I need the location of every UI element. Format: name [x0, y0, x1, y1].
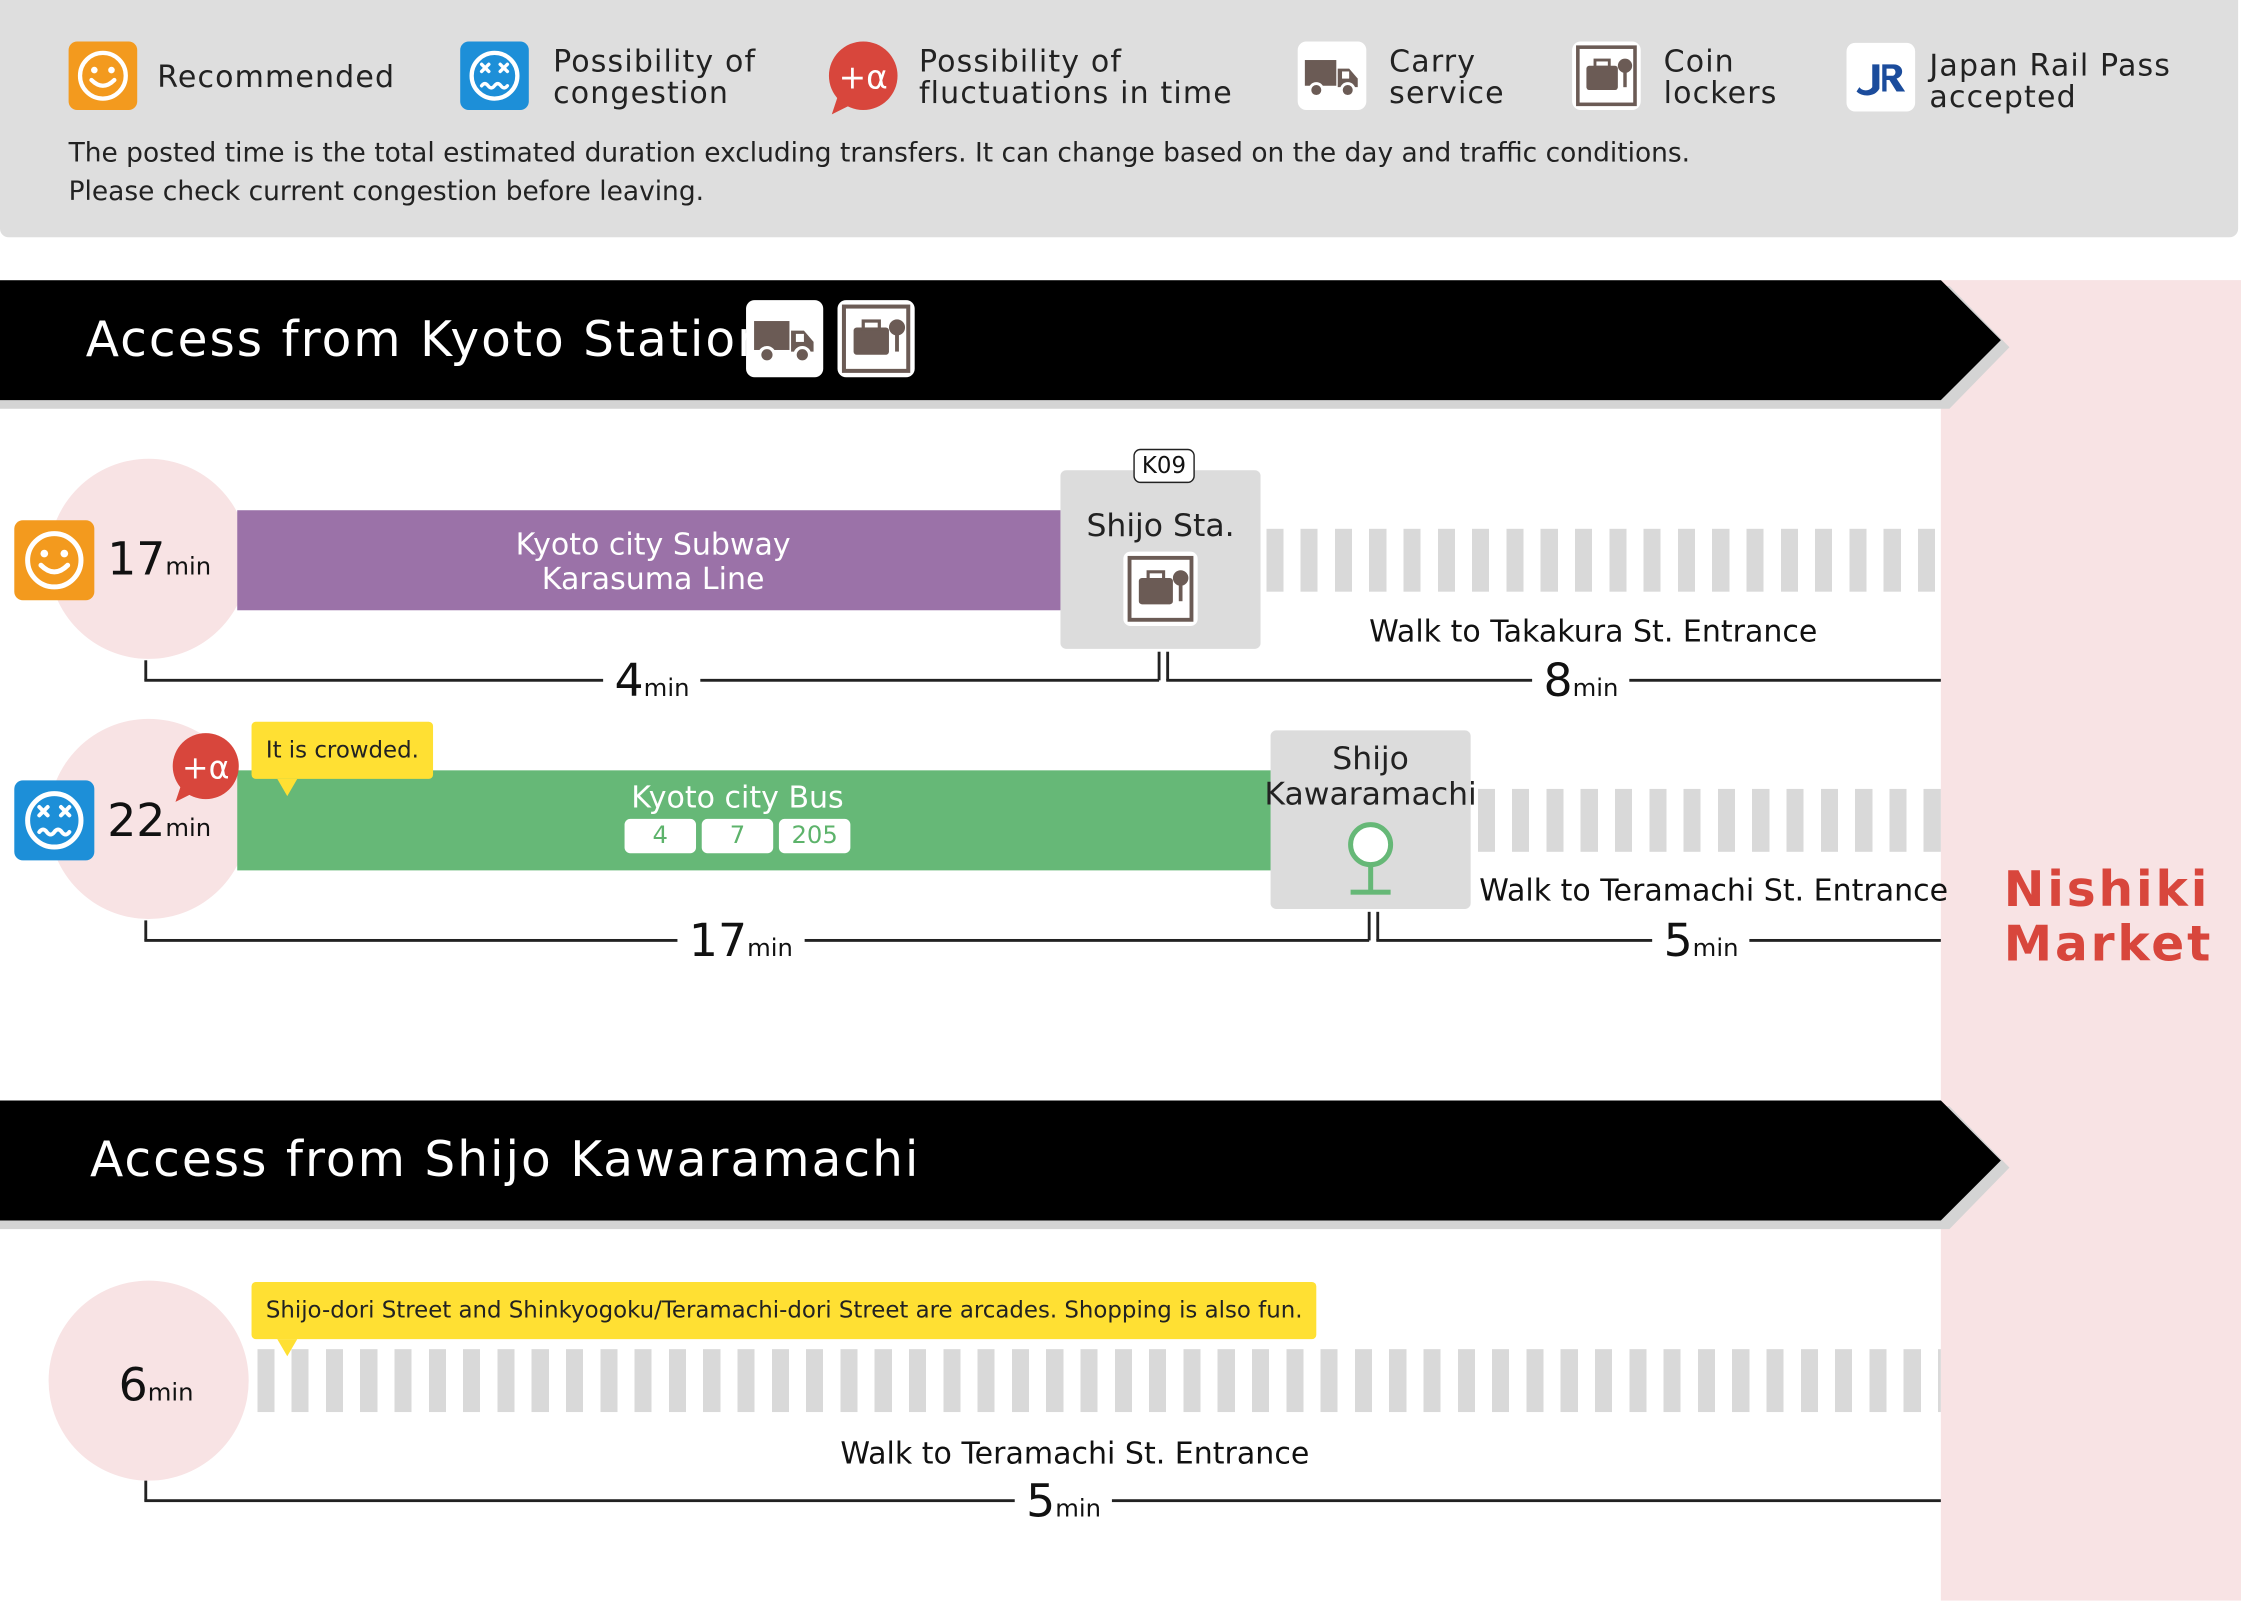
smile-face-icon: [68, 41, 138, 111]
dizzy-face-icon: [14, 780, 95, 861]
walk-time-unit: min: [1055, 1494, 1102, 1524]
legend-carry-label: Carry service: [1389, 44, 1505, 111]
legend-panel: Recommended Possibility of congestion +α…: [0, 0, 2239, 238]
walk-time-value: 5: [1026, 1473, 1056, 1528]
walk-path: [257, 1349, 1941, 1413]
ride-time-unit: min: [643, 674, 690, 704]
walk-time: 8min: [1532, 653, 1630, 714]
smile-face-icon: [14, 520, 95, 601]
locker-icon: [837, 300, 915, 378]
subway-line-label: Kyoto city Subway Karasuma Line: [515, 527, 791, 596]
section-banner-shijo-kawaramachi: Access from Shijo Kawaramachi: [0, 1100, 2015, 1230]
segment-tick: [144, 1480, 147, 1501]
bus-number-badge: 7: [701, 818, 774, 854]
walk-path: [1266, 528, 1941, 592]
legend-note-line1: The posted time is the total estimated d…: [68, 138, 1691, 169]
walk-label: Walk to Takakura St. Entrance: [1369, 614, 1818, 649]
svg-text:+α: +α: [182, 750, 229, 786]
bus-number-badge: 4: [624, 818, 697, 854]
segment-tick: [144, 660, 147, 681]
walk-time-unit: min: [1572, 674, 1619, 704]
destination-area: [1940, 280, 2241, 1601]
dizzy-face-icon: [460, 41, 529, 111]
ride-time-unit: min: [747, 934, 793, 964]
segment-tick: [1166, 651, 1169, 681]
arcade-note-bubble: Shijo-dori Street and Shinkyogoku/Terama…: [251, 1281, 1317, 1357]
truck-icon: [746, 300, 824, 378]
total-time-circle: [48, 1280, 249, 1481]
total-time-unit: min: [165, 553, 212, 582]
walk-time: 5min: [1652, 913, 1750, 974]
segment-tick: [1376, 911, 1379, 941]
legend-congestion-label: Possibility of congestion: [553, 44, 757, 111]
legend-fluctuation-label: Possibility of fluctuations in time: [918, 44, 1233, 111]
total-time-value: 6: [118, 1357, 148, 1413]
walk-time: 5min: [1014, 1473, 1113, 1534]
walk-label: Walk to Teramachi St. Entrance: [840, 1436, 1310, 1471]
destination-name: Nishiki Market: [2003, 861, 2214, 974]
segment-tick: [144, 920, 147, 941]
station-code-badge: K09: [1133, 448, 1195, 484]
ride-time: 17min: [677, 913, 805, 974]
total-time-value: 22: [107, 793, 166, 848]
section-banner-kyoto-station: Access from Kyoto Station: [0, 280, 2015, 409]
locker-icon: [1123, 551, 1198, 626]
ride-time: 4min: [603, 653, 701, 714]
bus-number-badge: 205: [778, 818, 851, 854]
crowded-note-bubble: It is crowded.: [251, 721, 434, 797]
total-time: 17min: [107, 532, 211, 586]
walk-path: [1477, 788, 1941, 852]
segment-tick: [1367, 911, 1370, 941]
total-time-value: 17: [107, 531, 166, 586]
walk-time-unit: min: [1692, 934, 1739, 964]
jr-logo-icon: [1846, 42, 1916, 112]
legend-jr-label: Japan Rail Pass accepted: [1929, 48, 2172, 115]
ride-time-value: 17: [688, 913, 748, 968]
total-time: 22min: [107, 793, 211, 847]
walk-time-value: 5: [1663, 913, 1693, 968]
plus-alpha-icon: +α: [167, 730, 241, 804]
ride-time-value: 4: [614, 653, 644, 708]
plus-alpha-icon: +α: [826, 40, 898, 115]
segment-tick: [1157, 651, 1160, 681]
locker-icon: [1572, 41, 1641, 111]
legend-lockers-label: Coin lockers: [1663, 44, 1778, 111]
legend-note-line2: Please check current congestion before l…: [68, 177, 705, 208]
total-time-unit: min: [165, 814, 212, 844]
walk-label: Walk to Teramachi St. Entrance: [1479, 873, 1949, 908]
subway-line-bar: [237, 510, 1061, 611]
walk-time-value: 8: [1543, 653, 1573, 708]
svg-text:+α: +α: [839, 58, 888, 97]
bus-stop-icon: [1343, 820, 1397, 897]
station-name: Shijo Sta.: [1086, 508, 1235, 545]
legend-recommended-label: Recommended: [157, 60, 396, 95]
section-title: Access from Shijo Kawaramachi: [90, 1131, 921, 1190]
section-title: Access from Kyoto Station: [85, 311, 770, 369]
total-time: 6min: [119, 1358, 194, 1412]
truck-icon: [1297, 41, 1367, 111]
station-name: Shijo Kawaramachi: [1264, 741, 1477, 814]
bus-line-label: Kyoto city Bus: [631, 780, 844, 815]
total-time-unit: min: [147, 1379, 194, 1408]
